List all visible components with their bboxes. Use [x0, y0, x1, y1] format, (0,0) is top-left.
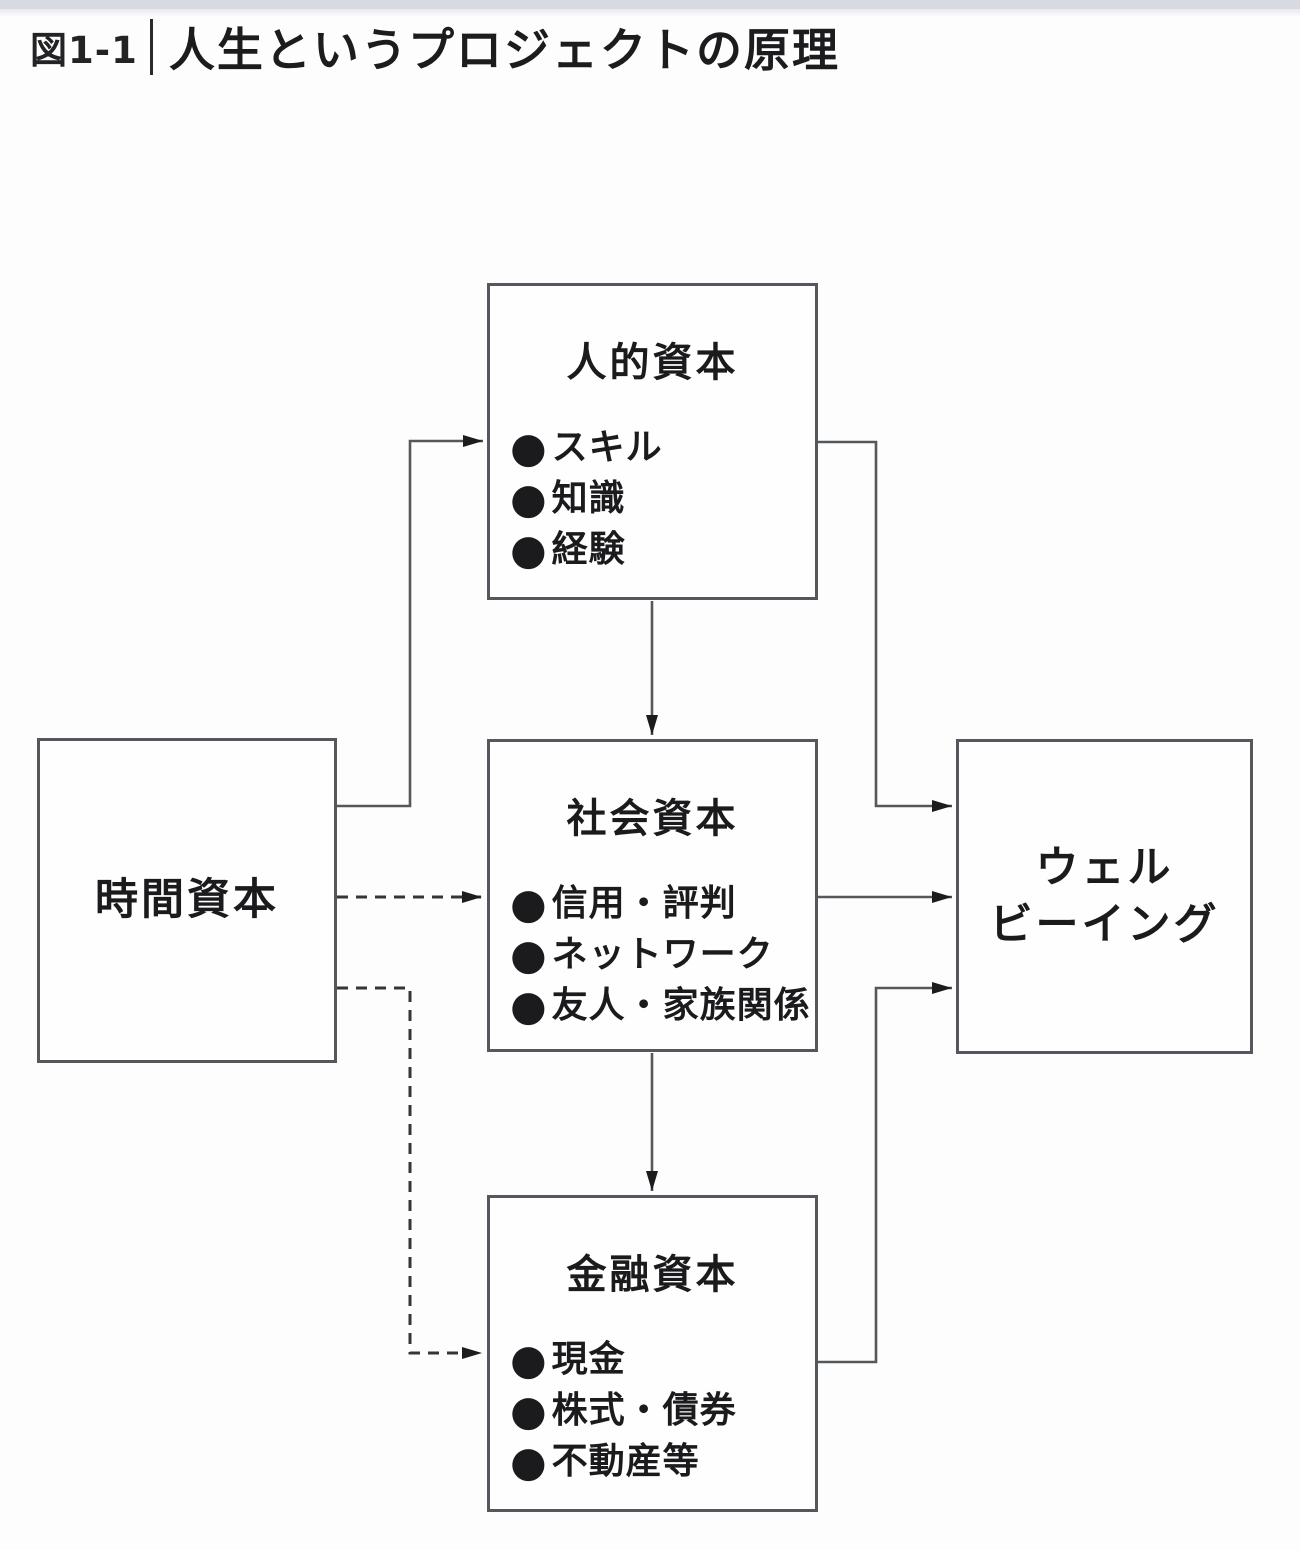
- top-strip-fade: [0, 9, 1300, 17]
- bullet-icon: ●: [510, 474, 548, 523]
- node-social-capital: 社会資本 ● 信用・評判 ● ネットワーク ● 友人・家族関係: [487, 739, 818, 1052]
- list-item-label: 現金: [551, 1339, 626, 1380]
- node-financial-capital: 金融資本 ● 現金 ● 株式・債券 ● 不動産等: [487, 1195, 818, 1512]
- node-human-capital: 人的資本 ● スキル ● 知識 ● 経験: [487, 283, 818, 600]
- wellbeing-title-line1: ウェル: [1035, 842, 1174, 893]
- list-item: ● 不動産等: [510, 1436, 815, 1487]
- social-capital-title: 社会資本: [566, 796, 739, 842]
- node-time-capital: 時間資本: [37, 738, 337, 1063]
- human-capital-title: 人的資本: [566, 340, 739, 386]
- bullet-icon: ●: [510, 1437, 548, 1486]
- bullet-icon: ●: [510, 525, 548, 574]
- top-strip: [0, 0, 1300, 9]
- list-item: ● 知識: [510, 473, 815, 524]
- list-item-label: 知識: [551, 478, 626, 519]
- list-item: ● 株式・債券: [510, 1385, 815, 1436]
- financial-capital-items: ● 現金 ● 株式・債券 ● 不動産等: [510, 1334, 815, 1487]
- list-item: ● スキル: [510, 422, 815, 473]
- bullet-icon: ●: [510, 879, 548, 928]
- time-capital-title: 時間資本: [95, 875, 279, 926]
- list-item-label: 信用・評判: [551, 883, 737, 924]
- list-item: ● 信用・評判: [510, 878, 815, 929]
- title-divider-bar: [149, 19, 153, 75]
- figure-title: 人生というプロジェクトの原理: [168, 23, 840, 77]
- human-capital-items: ● スキル ● 知識 ● 経験: [510, 422, 815, 575]
- financial-capital-title: 金融資本: [566, 1252, 739, 1298]
- wellbeing-title: ウェル ビーイング: [990, 840, 1220, 954]
- connector-human-to-wellbeing: [818, 440, 952, 812]
- bullet-icon: ●: [510, 1386, 548, 1435]
- list-item-label: 友人・家族関係: [551, 985, 811, 1026]
- bullet-icon: ●: [510, 930, 548, 979]
- list-item: ● 現金: [510, 1334, 815, 1385]
- list-item-label: ネットワーク: [551, 934, 774, 975]
- list-item: ● ネットワーク: [510, 929, 815, 980]
- node-wellbeing: ウェル ビーイング: [956, 739, 1253, 1054]
- bullet-icon: ●: [510, 423, 548, 472]
- list-item: ● 友人・家族関係: [510, 980, 815, 1031]
- list-item-label: 株式・債券: [551, 1390, 737, 1431]
- list-item-label: スキル: [551, 427, 663, 468]
- social-capital-items: ● 信用・評判 ● ネットワーク ● 友人・家族関係: [510, 878, 815, 1031]
- bullet-icon: ●: [510, 981, 548, 1030]
- connector-time-to-human: [337, 435, 483, 808]
- bullet-icon: ●: [510, 1335, 548, 1384]
- figure-header: 図1-1 人生というプロジェクトの原理: [30, 14, 840, 80]
- connector-financial-to-wellbeing: [818, 982, 952, 1364]
- connector-time-to-financial: [337, 986, 482, 1359]
- list-item-label: 経験: [551, 529, 626, 570]
- list-item-label: 不動産等: [551, 1441, 700, 1482]
- wellbeing-title-line2: ビーイング: [989, 899, 1220, 950]
- list-item: ● 経験: [510, 524, 815, 575]
- figure-number-label: 図1-1: [30, 29, 138, 72]
